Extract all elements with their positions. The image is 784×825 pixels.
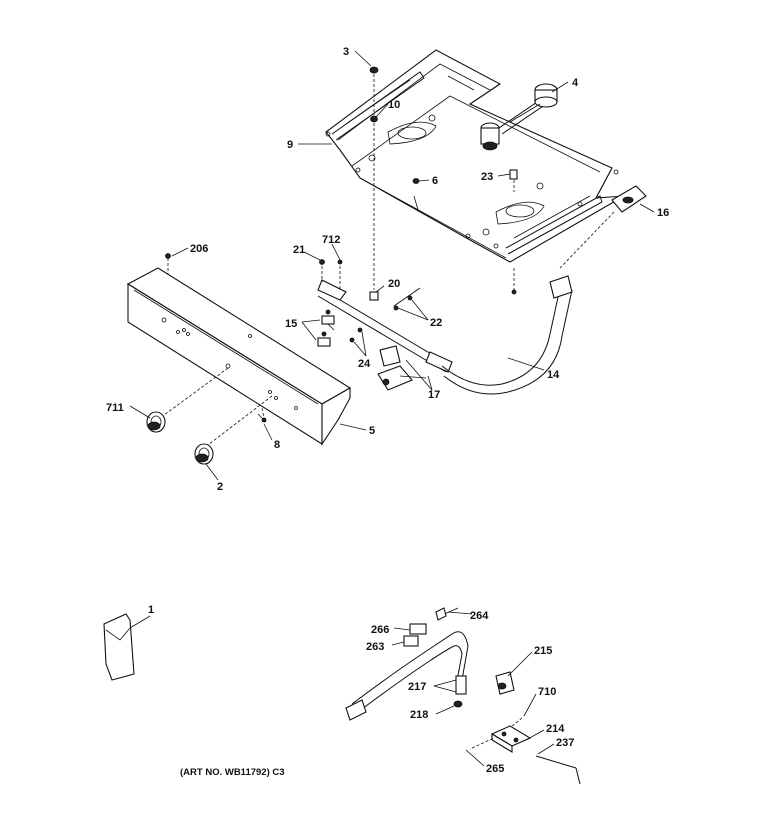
callout-206: 206 [190,243,208,255]
callout-712: 712 [322,234,340,246]
switch-part-215 [495,671,515,695]
literature-bag-part-1 [103,613,135,681]
callout-711: 711 [106,402,124,414]
callout-2: 2 [217,481,223,493]
manifold-pipe-assembly [317,259,453,391]
callout-263: 263 [366,641,384,653]
callout-4: 4 [572,77,579,89]
callout-6: 6 [432,175,438,187]
igniter-assembly-part-4 [480,83,558,151]
callout-214: 214 [546,723,565,735]
callout-8: 8 [274,439,280,451]
callout-20: 20 [388,278,400,290]
callout-23: 23 [481,171,493,183]
burner-tube-part-14 [441,268,573,395]
clip-part-23 [509,169,518,192]
callout-3: 3 [343,46,349,58]
callout-710: 710 [538,686,556,698]
callout-15: 15 [285,318,297,330]
callout-22: 22 [430,317,442,329]
callout-14: 14 [547,369,560,381]
burner-box-part-9 [325,49,625,263]
screw-part-6 [412,178,420,184]
callout-215: 215 [534,645,552,657]
screw-part-10 [370,115,378,290]
screw-part-8 [257,413,267,423]
callout-5: 5 [369,425,375,437]
callout-9: 9 [287,139,293,151]
callout-24: 24 [358,358,371,370]
callout-1: 1 [148,604,154,616]
callout-218: 218 [410,709,428,721]
callout-217: 217 [408,681,426,693]
callout-237: 237 [556,737,574,749]
callout-265: 265 [486,763,504,775]
bracket-part-16 [559,185,647,269]
callout-21: 21 [293,244,305,256]
manifold-panel-part-5 [126,253,352,446]
callout-264: 264 [470,610,489,622]
leader-lines [129,50,655,767]
callout-266: 266 [371,624,389,636]
knob-part-711 [146,411,166,433]
callout-17: 17 [428,389,440,401]
screw-part-3 [369,66,379,115]
art-number-caption: (ART NO. WB11792) C3 [180,767,285,778]
callout-16: 16 [657,207,669,219]
knob-part-2 [194,443,214,465]
callout-10: 10 [388,99,400,111]
igniter-switch-harness [345,607,469,721]
